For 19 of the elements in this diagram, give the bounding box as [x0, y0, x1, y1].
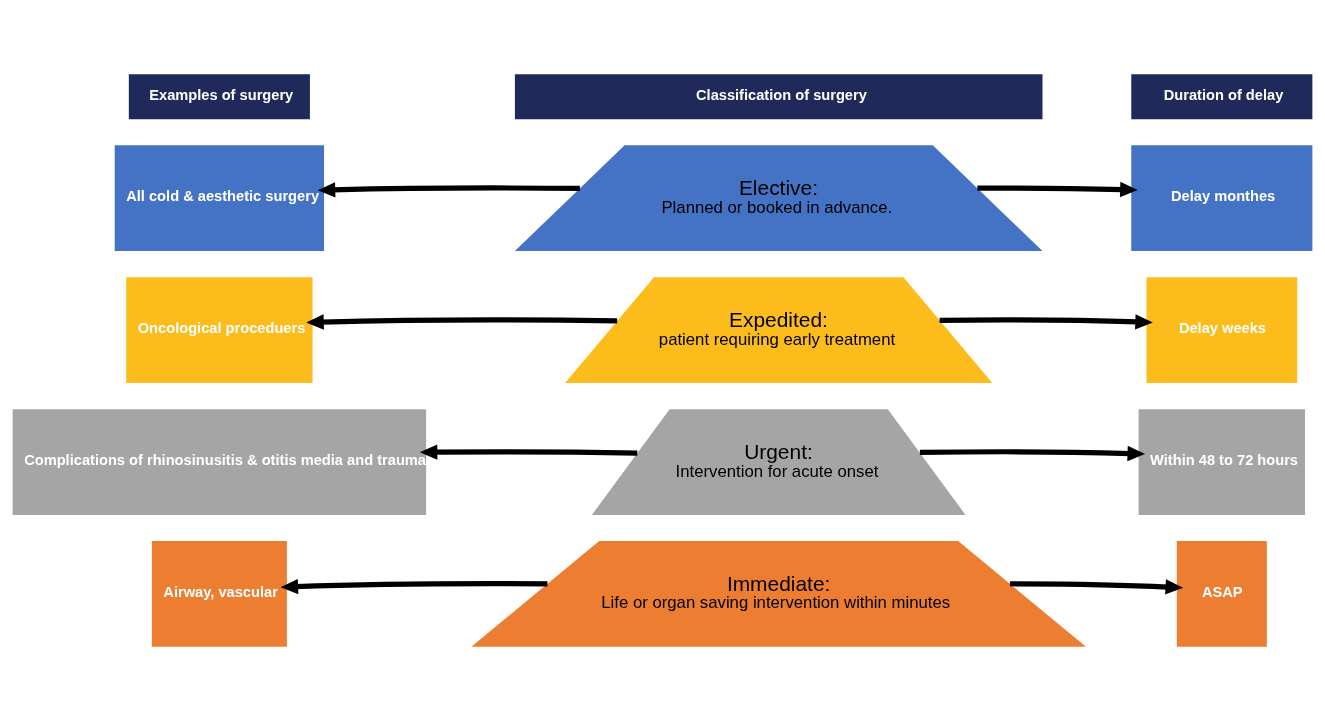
- node-box: Oncological proceduers: [126, 276, 313, 383]
- arrow: [919, 445, 1146, 461]
- node-box: Examples of surgery: [128, 73, 310, 119]
- node-box: Airway, vascular: [151, 540, 287, 647]
- node-box: Within 48 to 72 hours: [1138, 408, 1306, 515]
- node-box: Duration of delay: [1131, 73, 1313, 119]
- arrow: [1009, 578, 1183, 595]
- arrow: [939, 313, 1153, 329]
- node-box: Classification of surgery: [514, 73, 1043, 119]
- node-box: Delay monthes: [1131, 144, 1313, 251]
- arrow: [306, 313, 618, 330]
- arrow: [419, 443, 638, 460]
- node-box: Complications of rhinosinusitis & otitis media and trauma: [12, 408, 427, 515]
- arrow: [280, 578, 548, 594]
- arrow: [977, 181, 1138, 197]
- node-box: ASAP: [1176, 540, 1267, 647]
- arrow: [317, 181, 580, 197]
- node-box: All cold & aesthetic surgery: [114, 144, 325, 251]
- node-box: Delay weeks: [1146, 276, 1298, 383]
